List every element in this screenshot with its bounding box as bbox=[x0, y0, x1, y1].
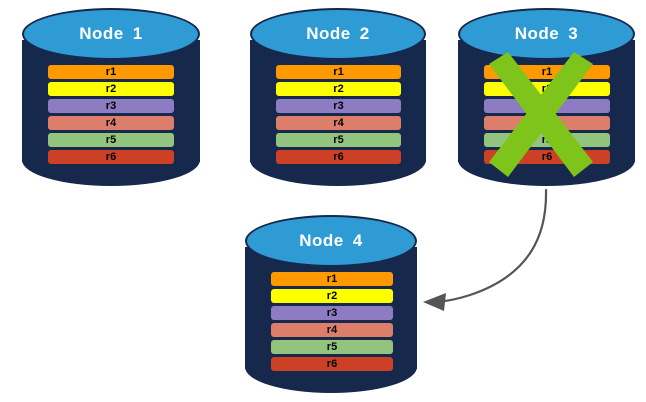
node-4-row-r2[interactable]: r2 bbox=[271, 289, 393, 303]
node-2-row-r3[interactable]: r3 bbox=[276, 99, 401, 113]
row-label: r2 bbox=[541, 83, 553, 95]
node-2-row-r5[interactable]: r5 bbox=[276, 133, 401, 147]
node-4-row-r5[interactable]: r5 bbox=[271, 340, 393, 354]
row-label: r1 bbox=[333, 66, 344, 78]
node-1[interactable]: Node 1 r1 r2 r3 r4 r5 r6 bbox=[22, 8, 200, 186]
row-label: r3 bbox=[326, 307, 338, 319]
node-3-row-r2[interactable]: r2 bbox=[484, 82, 610, 96]
node-1-row-r6[interactable]: r6 bbox=[48, 150, 174, 164]
node-2-number: 2 bbox=[359, 24, 370, 43]
row-label: r6 bbox=[105, 151, 117, 163]
node-3[interactable]: Node 3 r1 r2 r3 r4 r5 r6 bbox=[458, 8, 635, 186]
node-4[interactable]: Node 4 r1 r2 r3 r4 r5 r6 bbox=[245, 215, 417, 393]
node-1-row-r2[interactable]: r2 bbox=[48, 82, 174, 96]
node-3-row-r6[interactable]: r6 bbox=[484, 150, 610, 164]
node-2-rows: r1 r2 r3 r4 r5 r6 bbox=[276, 65, 401, 164]
row-label: r1 bbox=[541, 66, 553, 78]
row-label: r5 bbox=[326, 341, 338, 353]
row-label: r3 bbox=[333, 100, 344, 112]
node-3-rows: r1 r2 r3 r4 r5 r6 bbox=[484, 65, 610, 164]
node-3-label: Node bbox=[514, 24, 560, 43]
row-label: r6 bbox=[333, 151, 344, 163]
row-label: r5 bbox=[105, 134, 117, 146]
node-3-title: Node 3 bbox=[458, 24, 635, 44]
node-3-row-r3[interactable]: r3 bbox=[484, 99, 610, 113]
node-3-row-r5[interactable]: r5 bbox=[484, 133, 610, 147]
node-2-row-r2[interactable]: r2 bbox=[276, 82, 401, 96]
node-2[interactable]: Node 2 r1 r2 r3 r4 r5 r6 bbox=[250, 8, 426, 186]
node-4-label: Node bbox=[299, 231, 344, 250]
row-label: r3 bbox=[541, 100, 553, 112]
node-1-row-r1[interactable]: r1 bbox=[48, 65, 174, 79]
row-label: r4 bbox=[326, 324, 338, 336]
node-4-row-r3[interactable]: r3 bbox=[271, 306, 393, 320]
node-3-row-r4[interactable]: r4 bbox=[484, 116, 610, 130]
node-2-row-r1[interactable]: r1 bbox=[276, 65, 401, 79]
node-1-row-r3[interactable]: r3 bbox=[48, 99, 174, 113]
node-1-rows: r1 r2 r3 r4 r5 r6 bbox=[48, 65, 174, 164]
node-4-number: 4 bbox=[352, 231, 363, 250]
node-1-label: Node bbox=[79, 24, 124, 43]
node-1-cylinder-top bbox=[22, 8, 200, 60]
row-label: r6 bbox=[326, 358, 338, 370]
node-4-row-r1[interactable]: r1 bbox=[271, 272, 393, 286]
node-2-row-r4[interactable]: r4 bbox=[276, 116, 401, 130]
node-2-title: Node 2 bbox=[250, 24, 426, 44]
row-label: r4 bbox=[541, 117, 553, 129]
node-2-row-r6[interactable]: r6 bbox=[276, 150, 401, 164]
node-1-title: Node 1 bbox=[22, 24, 200, 44]
row-label: r2 bbox=[333, 83, 344, 95]
row-label: r1 bbox=[326, 273, 338, 285]
node-1-row-r4[interactable]: r4 bbox=[48, 116, 174, 130]
node-2-cylinder-top bbox=[250, 8, 426, 60]
row-label: r4 bbox=[105, 117, 117, 129]
row-label: r1 bbox=[105, 66, 117, 78]
node-1-row-r5[interactable]: r5 bbox=[48, 133, 174, 147]
node-4-title: Node 4 bbox=[245, 231, 417, 251]
node-2-label: Node bbox=[306, 24, 351, 43]
node-1-number: 1 bbox=[132, 24, 143, 43]
row-label: r5 bbox=[541, 134, 553, 146]
node-4-row-r6[interactable]: r6 bbox=[271, 357, 393, 371]
node-4-cylinder-top bbox=[245, 215, 417, 267]
row-label: r6 bbox=[541, 151, 553, 163]
node-4-row-r4[interactable]: r4 bbox=[271, 323, 393, 337]
node-3-number: 3 bbox=[568, 24, 579, 43]
row-label: r5 bbox=[333, 134, 344, 146]
node-4-rows: r1 r2 r3 r4 r5 r6 bbox=[271, 272, 393, 371]
row-label: r2 bbox=[105, 83, 117, 95]
row-label: r4 bbox=[333, 117, 344, 129]
row-label: r3 bbox=[105, 100, 117, 112]
node-3-row-r1[interactable]: r1 bbox=[484, 65, 610, 79]
row-label: r2 bbox=[326, 290, 338, 302]
